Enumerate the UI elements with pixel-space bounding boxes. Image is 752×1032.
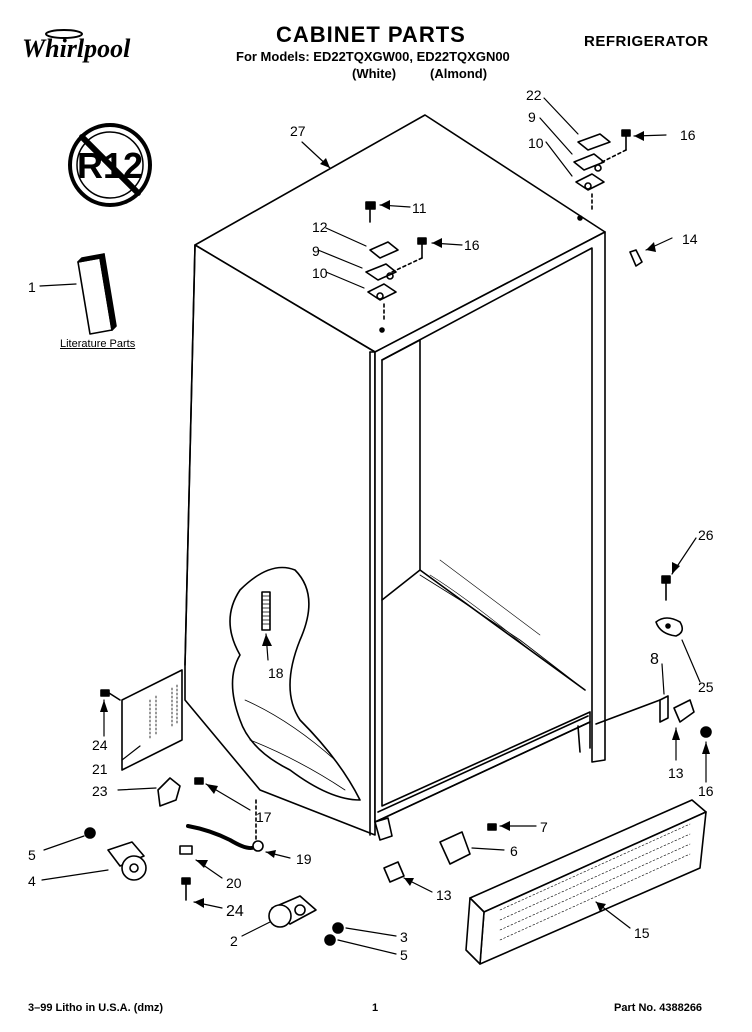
whirlpool-logo: Whirlpool — [22, 29, 131, 64]
footer-litho: 3–99 Litho in U.S.A. (dmz) — [28, 1002, 164, 1014]
front-roller-assembly — [268, 895, 344, 946]
callout-5-left: 5 — [28, 847, 36, 863]
callout-19: 19 — [296, 851, 312, 867]
callout-10-left: 10 — [312, 265, 328, 281]
category-label: REFRIGERATOR — [584, 33, 709, 50]
brand-name: Whirlpool — [22, 34, 131, 63]
callout-18: 18 — [268, 665, 284, 681]
literature-parts-label: Literature Parts — [60, 338, 136, 350]
literature-booklet — [77, 253, 117, 335]
callout-22: 22 — [526, 87, 542, 103]
callout-25: 25 — [698, 679, 714, 695]
variant-white: (White) — [352, 66, 397, 81]
leader-lines — [39, 97, 707, 955]
plug-part-14 — [629, 249, 643, 267]
variant-almond: (Almond) — [430, 66, 488, 81]
callout-1: 1 — [28, 279, 36, 295]
callout-26: 26 — [698, 527, 714, 543]
cabinet-shell — [184, 114, 606, 841]
center-bottom-parts — [383, 823, 497, 883]
callout-16-left: 16 — [464, 237, 480, 253]
callout-13-center: 13 — [436, 887, 452, 903]
callout-21: 21 — [92, 761, 108, 777]
callout-9-left: 9 — [312, 243, 320, 259]
callout-16-right: 16 — [680, 127, 696, 143]
footer-part-number: Part No. 4388266 — [614, 1002, 703, 1014]
callout-8: 8 — [650, 651, 659, 668]
callout-14: 14 — [682, 231, 698, 247]
models-line: For Models: ED22TQXGW00, ED22TQXGN00 — [236, 49, 510, 64]
callout-numbers: 1 27 22 9 10 16 11 12 9 16 10 14 26 18 8… — [28, 87, 714, 963]
callout-16-lower: 16 — [698, 783, 714, 799]
callout-20: 20 — [226, 875, 242, 891]
callout-23: 23 — [92, 783, 108, 799]
callout-6: 6 — [510, 843, 518, 859]
callout-13-right: 13 — [668, 765, 684, 781]
callout-10-right: 10 — [528, 135, 544, 151]
page-title: CABINET PARTS — [276, 22, 466, 47]
callout-5-right: 5 — [400, 947, 408, 963]
callout-15: 15 — [634, 925, 650, 941]
left-roller-assembly — [84, 827, 147, 881]
callout-12: 12 — [312, 219, 328, 235]
callout-24-upper: 24 — [92, 737, 108, 753]
callout-24-lower: 24 — [226, 903, 244, 920]
callout-4: 4 — [28, 873, 36, 889]
r12-badge-text: R12 — [77, 145, 143, 186]
callout-11: 11 — [412, 200, 427, 216]
right-hinge-stack — [573, 129, 631, 213]
callout-27: 27 — [290, 123, 306, 139]
callout-2: 2 — [230, 933, 238, 949]
callout-3: 3 — [400, 929, 408, 945]
left-bottom-components — [100, 669, 204, 807]
r12-badge: R12 — [68, 123, 152, 207]
tube-and-clip — [179, 799, 264, 901]
right-roller-bracket — [595, 575, 712, 738]
callout-17: 17 — [256, 809, 272, 825]
logo-swoosh-icon — [45, 29, 83, 39]
callout-7: 7 — [540, 819, 548, 835]
footer-page-number: 1 — [372, 1002, 379, 1014]
base-grille — [465, 799, 707, 965]
callout-9-right: 9 — [528, 109, 536, 125]
arrowheads — [100, 131, 710, 912]
left-hinge-stack — [365, 201, 427, 323]
